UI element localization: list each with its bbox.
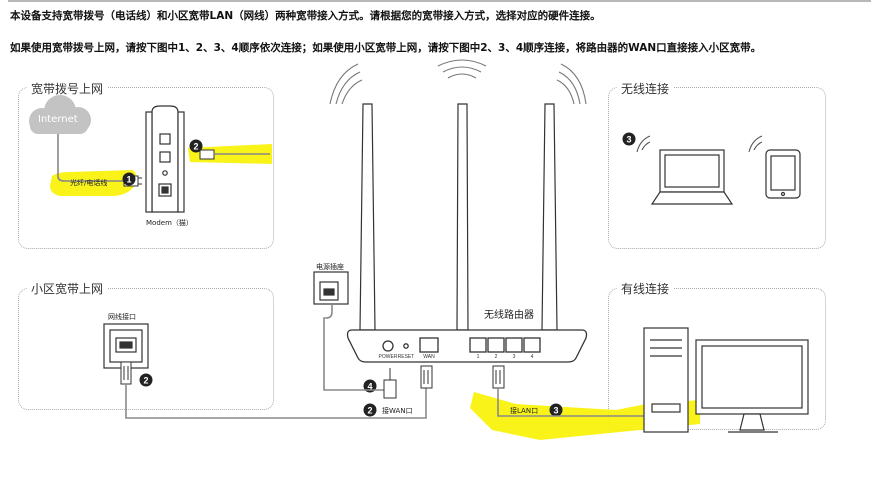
instruction-line-1: 本设备支持宽带拨号（电话线）和小区宽带LAN（网线）两种宽带接入方式。请根据您的…: [10, 10, 601, 22]
fiber-phone-line-label: 光纤/电话线: [70, 179, 108, 187]
community-panel-title: 小区宽带上网: [27, 280, 108, 297]
wan-plug-icon: [420, 365, 433, 389]
router-signal-waves: [329, 59, 587, 105]
lan-plug-icon: [492, 365, 505, 389]
antenna-right: [541, 103, 558, 331]
router-body-icon: [346, 329, 588, 363]
power-plug-icon: [383, 368, 397, 399]
wan-port-label: 接WAN口: [382, 407, 413, 415]
wired-panel: [608, 288, 826, 430]
modem-icon: [145, 105, 185, 213]
network-port-label: 网线接口: [108, 313, 136, 321]
step-wireless: 3: [626, 135, 631, 145]
step-dialup-modem: 2: [193, 142, 198, 152]
router-wan-label: WAN: [423, 354, 435, 360]
community-panel: [18, 288, 274, 410]
laptop-wifi-icon: [636, 135, 651, 153]
router-antennas: [359, 103, 558, 331]
router-lan-1-label: 1: [477, 354, 480, 360]
power-adapter-icon: [313, 271, 349, 305]
internet-label: Internet: [38, 114, 78, 125]
step-lan: 3: [553, 406, 558, 416]
community-wan-cable: [125, 384, 427, 419]
router-power-label: POWER: [379, 354, 398, 360]
wireless-panel-title: 无线连接: [617, 80, 674, 97]
router-lan-3-label: 3: [513, 354, 516, 360]
step-markers: [122, 132, 636, 417]
instruction-line-2: 如果使用宽带拨号上网，请按下图中1、2、3、4顺序依次连接；如果使用小区宽带上网…: [10, 42, 762, 54]
step-community: 2: [143, 376, 148, 386]
dialup-panel: [18, 87, 274, 249]
wall-network-port-icon: [103, 323, 149, 369]
router-port-labels: POWER RESET WAN 1 2 3 4: [379, 354, 534, 360]
dialup-panel-title: 宽带拨号上网: [27, 80, 108, 97]
modem-ethernet-cable: [199, 149, 270, 160]
top-divider: [8, 0, 871, 2]
lan-port-label: 接LAN口: [510, 407, 539, 415]
router-lan-2-label: 2: [495, 354, 498, 360]
step-power: 4: [367, 382, 372, 392]
antenna-left: [359, 103, 376, 331]
router-reset-label: RESET: [398, 354, 415, 360]
tablet-wifi-icon: [748, 135, 763, 153]
desktop-monitor-icon: [695, 339, 809, 433]
modem-label: Modem（猫）: [146, 219, 193, 227]
phone-line: [57, 134, 124, 182]
internet-cloud-icon: [29, 95, 91, 134]
router-lan-4-label: 4: [531, 354, 534, 360]
wireless-panel: [608, 87, 826, 249]
step-numbers: 1 2 3 2 4 2 3: [126, 135, 631, 416]
desktop-tower-icon: [643, 327, 689, 433]
router-label: 无线路由器: [484, 310, 534, 321]
step-dialup-phone: 1: [126, 175, 131, 185]
step-wan: 2: [367, 406, 372, 416]
community-ethernet-plug-icon: [120, 361, 132, 385]
power-cable: [323, 304, 384, 391]
wired-panel-title: 有线连接: [617, 280, 674, 297]
antenna-center: [456, 103, 469, 331]
laptop-icon: [650, 149, 734, 205]
power-socket-label: 电源插座: [316, 263, 344, 271]
highlight-phone-line: [50, 170, 137, 196]
tablet-icon: [765, 149, 801, 199]
